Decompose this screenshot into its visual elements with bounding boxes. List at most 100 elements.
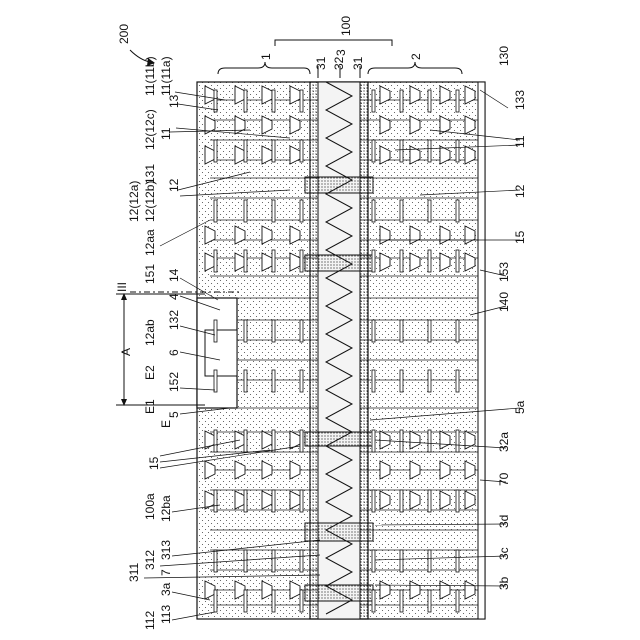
- pad-bar: [456, 490, 459, 512]
- label-15-left: 15: [147, 456, 161, 470]
- pad-bar: [428, 430, 431, 452]
- label-31-right: 31: [351, 56, 365, 70]
- pad-bar: [214, 370, 217, 392]
- label-140: 140: [497, 292, 511, 312]
- pad-bar: [214, 200, 217, 222]
- pad-bar: [272, 90, 275, 112]
- pad-bar: [300, 140, 303, 162]
- pad-bar: [456, 90, 459, 112]
- pad-bar: [300, 200, 303, 222]
- pad-bar: [428, 200, 431, 222]
- label-3a: 3a: [159, 582, 173, 596]
- pad-bar: [400, 200, 403, 222]
- pad-bar: [456, 430, 459, 452]
- label-E2: E2: [143, 365, 157, 380]
- label-11-11a: 11(11a): [159, 56, 173, 96]
- label-32: 32: [332, 56, 346, 70]
- pad-bar: [372, 200, 375, 222]
- label-5: 5: [167, 411, 181, 418]
- pad-bar: [214, 550, 217, 572]
- pad-bar: [372, 490, 375, 512]
- pad-bar: [372, 90, 375, 112]
- label-311: 311: [127, 563, 141, 582]
- pad-bar: [244, 90, 247, 112]
- pad-bar: [372, 590, 375, 612]
- label-312: 312: [143, 550, 157, 570]
- pad-bar: [300, 90, 303, 112]
- pad-bar: [300, 370, 303, 392]
- solder-resist-right: [478, 82, 485, 619]
- pad-bar: [428, 370, 431, 392]
- pad-bar: [244, 320, 247, 342]
- label-12-12c: 12(12c): [143, 109, 157, 150]
- label-152: 152: [167, 372, 181, 392]
- pad-bar: [244, 550, 247, 572]
- pad-bar: [428, 250, 431, 272]
- pad-bar: [272, 200, 275, 222]
- pad-bar: [214, 490, 217, 512]
- label-12ab: 12ab: [143, 319, 157, 346]
- label-5a: 5a: [513, 400, 527, 414]
- pad-bar: [428, 320, 431, 342]
- label-4: 4: [167, 293, 181, 300]
- label-31-left: 31: [314, 56, 328, 70]
- pad-bar: [272, 550, 275, 572]
- pad-bar: [456, 320, 459, 342]
- label-1: 1: [259, 53, 273, 60]
- pad-bar: [244, 430, 247, 452]
- pad-bar: [272, 370, 275, 392]
- label-153: 153: [497, 262, 511, 282]
- pad-bar: [400, 370, 403, 392]
- pad-bar: [456, 200, 459, 222]
- pad-bar: [400, 430, 403, 452]
- pad-bar: [428, 90, 431, 112]
- label-130: 130: [497, 46, 511, 66]
- label-200: 200: [117, 24, 131, 44]
- pad-bar: [400, 140, 403, 162]
- pad-bar: [372, 250, 375, 272]
- pad-bar: [400, 90, 403, 112]
- pad-bar: [244, 490, 247, 512]
- label-12ba: 12ba: [159, 495, 173, 522]
- pad-bar: [244, 140, 247, 162]
- pad-bar: [300, 430, 303, 452]
- pad-bar: [214, 140, 217, 162]
- label-32a: 32a: [497, 432, 511, 452]
- pad-bar: [428, 550, 431, 572]
- label-12aa: 12aa: [143, 229, 157, 256]
- label-112: 112: [143, 611, 157, 630]
- label-12-left: 12: [167, 178, 181, 192]
- label-3b: 3b: [497, 576, 511, 590]
- label-III: III: [115, 282, 129, 292]
- label-100a: 100a: [143, 493, 157, 520]
- pad-bar: [272, 250, 275, 272]
- label-132: 132: [167, 310, 181, 330]
- pad-bar: [272, 140, 275, 162]
- pad-bar: [244, 250, 247, 272]
- label-100: 100: [339, 16, 353, 36]
- label-6: 6: [167, 349, 181, 356]
- pad-bar: [272, 320, 275, 342]
- pad-bar: [456, 250, 459, 272]
- label-70: 70: [497, 472, 511, 486]
- label-3d: 3d: [497, 515, 511, 528]
- pad-bar: [272, 430, 275, 452]
- pad-bar: [372, 550, 375, 572]
- pad-bar: [272, 490, 275, 512]
- pad-bar: [400, 590, 403, 612]
- pad-bar: [372, 140, 375, 162]
- pad-bar: [400, 320, 403, 342]
- label-12-right: 12: [513, 184, 527, 198]
- pad-bar: [372, 430, 375, 452]
- label-113: 113: [159, 605, 173, 624]
- pad-bar: [456, 370, 459, 392]
- pad-bar: [300, 320, 303, 342]
- pad-bar: [244, 590, 247, 612]
- pad-bar: [244, 200, 247, 222]
- pad-bar: [272, 590, 275, 612]
- pad-bar: [456, 590, 459, 612]
- pad-bar: [428, 490, 431, 512]
- label-3c: 3c: [497, 547, 511, 560]
- label-2: 2: [409, 53, 423, 60]
